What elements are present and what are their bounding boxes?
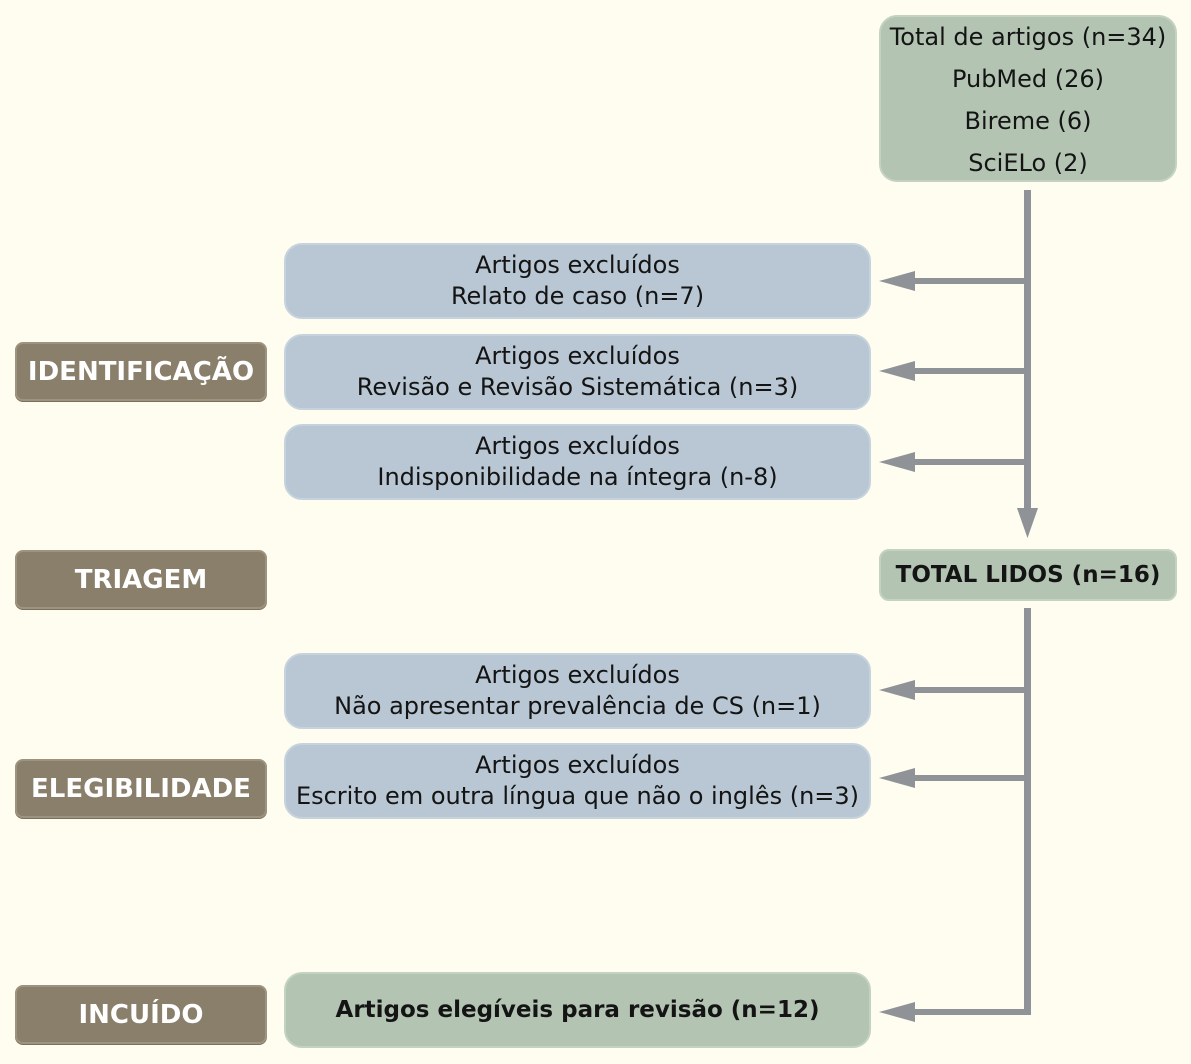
total-read-label: TOTAL LIDOS (n=16) bbox=[895, 562, 1161, 588]
included-articles-box: Artigos elegíveis para revisão (n=12) bbox=[284, 972, 871, 1048]
stage-included: INCUÍDO bbox=[15, 985, 267, 1044]
exclusion-reason: Indisponibilidade na íntegra (n-8) bbox=[377, 463, 778, 491]
sources-total: Total de artigos (n=34) bbox=[889, 22, 1167, 51]
exclusion-reason: Não apresentar prevalência de CS (n=1) bbox=[334, 692, 821, 720]
arrow-left-icon bbox=[879, 768, 915, 788]
trunk-line-top bbox=[1024, 190, 1031, 510]
stage-included-label: INCUÍDO bbox=[78, 999, 204, 1030]
arrow-left-icon bbox=[879, 452, 915, 472]
exclusion-reason: Escrito em outra língua que não o inglês… bbox=[295, 782, 860, 810]
arrow-down-icon bbox=[1017, 508, 1038, 538]
exclusion-box-case-report: Artigos excluídos Relato de caso (n=7) bbox=[284, 243, 871, 319]
sources-bireme: Bireme (6) bbox=[964, 106, 1092, 135]
branch-line-2 bbox=[912, 368, 1027, 374]
included-articles-label: Artigos elegíveis para revisão (n=12) bbox=[335, 997, 820, 1023]
exclusion-title: Artigos excluídos bbox=[475, 342, 680, 370]
stage-screening-label: TRIAGEM bbox=[74, 564, 208, 595]
sources-pubmed: PubMed (26) bbox=[951, 64, 1105, 93]
exclusion-title: Artigos excluídos bbox=[475, 661, 680, 689]
arrow-left-icon bbox=[879, 271, 915, 291]
stage-eligibility-label: ELEGIBILIDADE bbox=[31, 773, 251, 804]
branch-line-6 bbox=[912, 1009, 1031, 1015]
stage-identification: IDENTIFICAÇÃO bbox=[15, 342, 267, 401]
stage-identification-label: IDENTIFICAÇÃO bbox=[27, 356, 255, 387]
exclusion-box-unavailable: Artigos excluídos Indisponibilidade na í… bbox=[284, 424, 871, 500]
exclusion-box-reviews: Artigos excluídos Revisão e Revisão Sist… bbox=[284, 334, 871, 410]
exclusion-box-language: Artigos excluídos Escrito em outra língu… bbox=[284, 743, 871, 819]
branch-line-3 bbox=[912, 459, 1027, 465]
exclusion-reason: Revisão e Revisão Sistemática (n=3) bbox=[356, 373, 799, 401]
branch-line-1 bbox=[912, 278, 1027, 284]
arrow-left-icon bbox=[879, 1002, 915, 1022]
total-read-box: TOTAL LIDOS (n=16) bbox=[879, 549, 1177, 601]
arrow-left-icon bbox=[879, 680, 915, 700]
stage-eligibility: ELEGIBILIDADE bbox=[15, 759, 267, 818]
exclusion-title: Artigos excluídos bbox=[475, 251, 680, 279]
arrow-left-icon bbox=[879, 361, 915, 381]
branch-line-5 bbox=[912, 775, 1027, 781]
exclusion-title: Artigos excluídos bbox=[475, 432, 680, 460]
stage-screening: TRIAGEM bbox=[15, 550, 267, 609]
exclusion-box-no-prevalence: Artigos excluídos Não apresentar prevalê… bbox=[284, 653, 871, 729]
branch-line-4 bbox=[912, 687, 1027, 693]
sources-scielo: SciELo (2) bbox=[968, 148, 1088, 177]
exclusion-reason: Relato de caso (n=7) bbox=[450, 282, 705, 310]
sources-box: Total de artigos (n=34) PubMed (26) Bire… bbox=[879, 15, 1177, 182]
exclusion-title: Artigos excluídos bbox=[475, 751, 680, 779]
trunk-line-bottom bbox=[1024, 608, 1031, 1015]
